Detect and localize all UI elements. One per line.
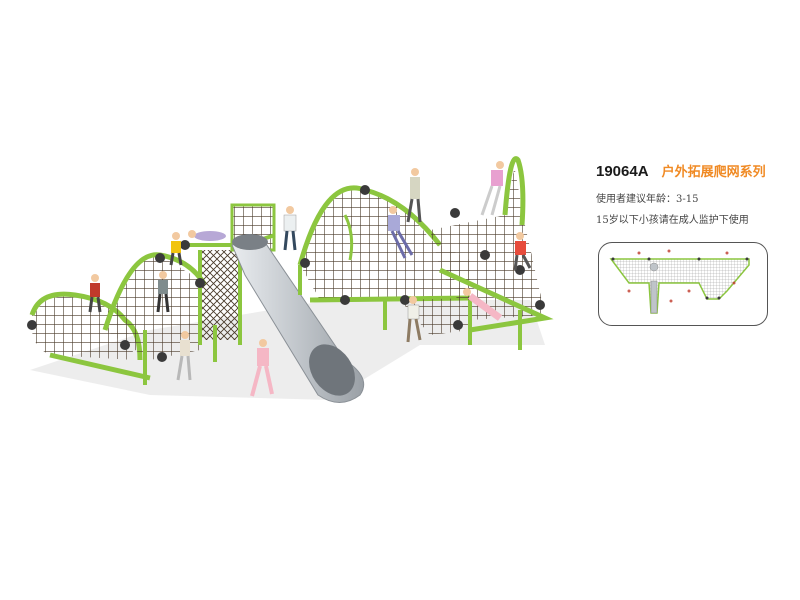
series-name: 户外拓展爬网系列 bbox=[661, 165, 766, 180]
child-figure bbox=[463, 288, 503, 321]
plan-diagram bbox=[609, 249, 750, 314]
supervision-note: 15岁以下小孩请在成人监护下使用 bbox=[596, 215, 749, 226]
product-info: 19064A 户外拓展爬网系列 使用者建议年龄：3-15 15岁以下小孩请在成人… bbox=[596, 160, 796, 226]
child-figure bbox=[88, 274, 102, 313]
child-figure bbox=[406, 296, 422, 343]
child-figure bbox=[388, 206, 414, 259]
support-posts bbox=[143, 265, 522, 385]
child-figure bbox=[169, 232, 183, 266]
child-figure bbox=[250, 339, 274, 397]
child-figure bbox=[480, 161, 504, 216]
product-title-row: 19064A 户外拓展爬网系列 bbox=[596, 160, 796, 184]
model-number: 19064A bbox=[596, 163, 649, 180]
left-net-section bbox=[29, 252, 208, 381]
child-figure bbox=[156, 271, 170, 313]
connector-balls bbox=[27, 185, 545, 362]
child-figure bbox=[283, 206, 297, 251]
child-figure bbox=[406, 168, 422, 223]
child-figure bbox=[513, 232, 532, 271]
age-recommendation: 使用者建议年龄：3-15 bbox=[596, 194, 699, 205]
child-figure bbox=[188, 230, 226, 241]
children-figures bbox=[88, 161, 532, 397]
tube-slide bbox=[231, 234, 365, 403]
top-view-plan bbox=[598, 242, 768, 326]
child-figure bbox=[176, 331, 192, 381]
right-net-section bbox=[400, 156, 554, 335]
